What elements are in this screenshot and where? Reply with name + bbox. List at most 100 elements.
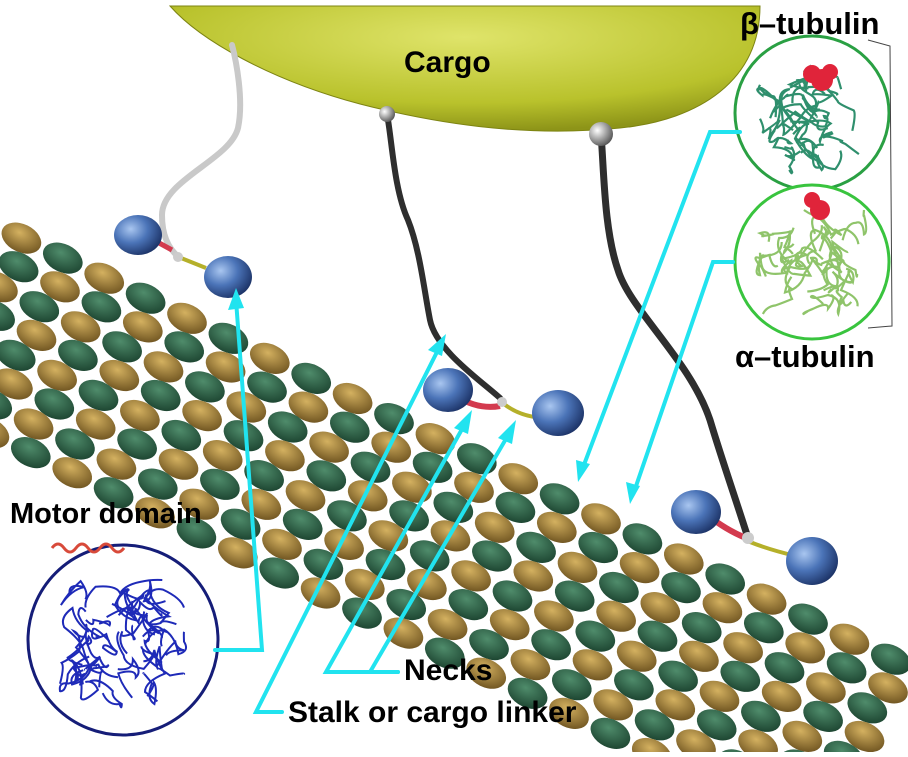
tubulin-subunit-gold — [549, 697, 589, 729]
stalk-joint-3 — [589, 122, 613, 146]
arrowhead — [576, 460, 590, 482]
protein-ribbon — [841, 209, 868, 241]
tubulin-subunit-green — [200, 468, 240, 500]
alpha-tubulin-label: α–tubulin — [735, 339, 875, 374]
tubulin-subunit-gold — [347, 480, 388, 512]
tubulin-subunit-green — [42, 242, 83, 274]
motor-head — [423, 368, 473, 412]
tubulin-subunit-green — [495, 491, 536, 523]
protein-ribbon — [144, 593, 172, 639]
tubulin-subunit-gold — [513, 560, 554, 592]
tubulin-subunit-green — [140, 379, 181, 412]
motor-head — [786, 537, 838, 585]
protein-ribbon — [809, 293, 849, 318]
tubulin-subunit-gold — [205, 351, 246, 383]
tubulin-subunit-green — [456, 443, 497, 475]
protein-ribbon — [822, 132, 860, 155]
pointer-motor-domain — [213, 298, 265, 652]
beta-tubulin-label: β–tubulin — [740, 6, 880, 41]
motor-head — [114, 215, 162, 255]
arrowhead — [228, 288, 244, 310]
protein-ribbon — [831, 239, 849, 265]
tubulin-subunit-green — [161, 419, 202, 452]
protein-ribbon — [839, 267, 859, 307]
tubulin-subunit-gold — [572, 649, 613, 681]
tubulin-subunit-gold — [829, 623, 870, 655]
tubulin-subunit-gold — [182, 400, 222, 432]
tubulin-subunit-gold — [52, 457, 93, 489]
tubulin-subunit-green — [696, 709, 737, 741]
tubulin-subunit-green — [554, 580, 595, 612]
tubulin-subunit-gold — [868, 672, 908, 704]
tubulin-subunit-gold — [0, 271, 18, 303]
tubulin-subunit-green — [539, 483, 580, 515]
protein-ribbon — [779, 103, 829, 131]
protein-ribbon — [818, 226, 833, 254]
tubulin-subunit-green — [329, 411, 370, 443]
protein-ribbon — [767, 110, 812, 140]
tubulin-subunit-gold — [0, 368, 33, 400]
stalk-2 — [384, 111, 503, 401]
stalk-label: Stalk or cargo linker — [288, 696, 577, 729]
tubulin-subunit-green — [164, 331, 205, 363]
tubulin-subunit-green — [658, 660, 698, 692]
tubulin-subunit-green — [424, 637, 465, 669]
tubulin-subunit-green — [185, 371, 225, 403]
motor-head — [671, 490, 721, 534]
tubulin-subunit-green — [847, 692, 888, 724]
tubulin-subunit-green — [0, 388, 13, 420]
microtubule — [0, 222, 908, 757]
tubulin-subunit-gold — [40, 271, 80, 303]
alpha-tubulin-inset — [733, 183, 891, 341]
tubulin-subunit-green — [622, 523, 663, 555]
tubulin-subunit-gold — [75, 408, 116, 440]
tubulin-subunit-green — [551, 669, 592, 701]
protein-ribbon — [95, 632, 119, 656]
protein-ribbon — [783, 251, 812, 275]
tubulin-subunit-gold — [179, 488, 220, 520]
tubulin-subunit-gold — [466, 657, 507, 689]
tubulin-subunit-gold — [84, 262, 125, 294]
protein-ribbon — [790, 119, 833, 146]
tubulin-subunit-green — [93, 477, 134, 509]
tubulin-subunit-gold — [309, 431, 349, 463]
cargo-label: Cargo — [404, 46, 491, 79]
tubulin-subunit-green — [578, 531, 619, 564]
tubulin-subunit-green — [637, 620, 678, 652]
tubulin-subunit-gold — [557, 551, 598, 583]
tubulin-subunit-gold — [383, 617, 424, 649]
tubulin-subunit-gold — [723, 632, 763, 664]
tubulin-subunit-green — [0, 251, 39, 283]
protein-ribbon — [111, 588, 140, 622]
pointer-necks-2 — [366, 430, 512, 674]
protein-ribbon — [155, 645, 186, 677]
tubulin-subunit-green — [492, 580, 533, 612]
tubulin-subunit-gold — [702, 592, 743, 624]
tubulin-subunit-gold — [640, 592, 681, 624]
tubulin-subunit-gold — [16, 319, 57, 351]
tubulin-subunit-green — [681, 612, 722, 644]
tubulin-subunit-green — [507, 677, 548, 709]
tubulin-subunit-green — [720, 660, 761, 692]
tubulin-subunit-green — [55, 428, 95, 460]
arrowhead — [498, 420, 516, 444]
tubulin-subunit-gold — [415, 423, 456, 455]
tubulin-subunit-green — [590, 717, 631, 749]
tubulin-subunit-green — [244, 460, 284, 492]
tubulin-subunit-gold — [498, 463, 539, 495]
tubulin-subunit-gold — [785, 632, 826, 664]
protein-ribbon — [782, 232, 795, 257]
tubulin-subunit-green — [599, 571, 639, 604]
protein-ribbon — [60, 579, 88, 606]
tubulin-subunit-gold — [37, 359, 77, 391]
tubulin-subunit-gold — [262, 528, 302, 560]
tubulin-subunit-green — [137, 468, 178, 500]
tubulin-subunit-gold — [96, 448, 137, 480]
tubulin-subunit-gold — [249, 342, 290, 374]
tubulin-subunit-green — [743, 612, 784, 644]
protein-ribbon — [131, 600, 177, 626]
tubulin-subunit-green — [516, 531, 556, 563]
tubulin-subunit-green — [267, 411, 308, 443]
tubulin-subunit-green — [10, 437, 51, 469]
